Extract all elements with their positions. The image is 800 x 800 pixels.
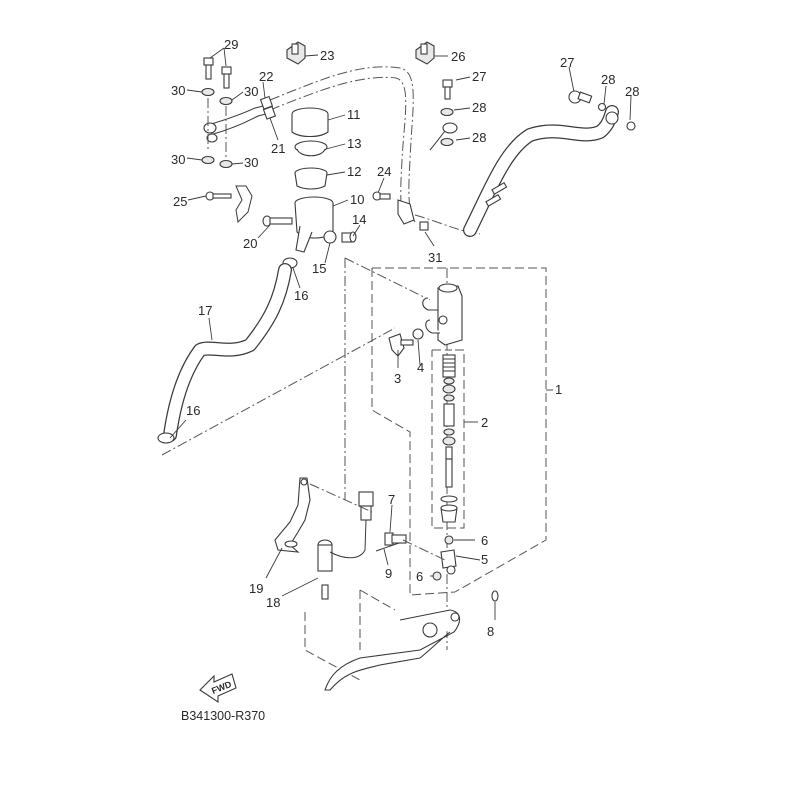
callout-30: 30: [171, 83, 185, 98]
bolt-29b: [221, 66, 232, 89]
callout-15: 15: [312, 261, 326, 276]
callout-28: 28: [472, 130, 486, 145]
bolt-29a: [203, 57, 214, 80]
diaphragm-13: [294, 140, 328, 157]
nut-6: [432, 571, 442, 581]
callout-23: 23: [320, 48, 334, 63]
callout-27: 27: [472, 69, 486, 84]
callout-31: 31: [428, 250, 442, 265]
brake-line-upper: [269, 66, 416, 223]
pin-7: [384, 532, 407, 546]
assembly-hose-path: [344, 257, 431, 500]
clevis-5: [440, 549, 457, 575]
banjo-fitting: [442, 122, 458, 134]
callout-25: 25: [173, 194, 187, 209]
washer-28: [440, 107, 454, 117]
callout-7: 7: [388, 492, 395, 507]
callout-28: 28: [625, 84, 639, 99]
joint-14: [341, 231, 357, 243]
callout-3: 3: [394, 371, 401, 386]
callout-24: 24: [377, 164, 391, 179]
brake-line-lower: [269, 76, 407, 223]
callout-16: 16: [186, 403, 200, 418]
o-ring-4: [412, 328, 424, 340]
master-cylinder: [422, 283, 463, 346]
callout-6: 6: [416, 569, 423, 584]
washer-30: [201, 155, 215, 165]
washer-30: [219, 159, 233, 169]
hose-clamp-26: [415, 41, 435, 65]
brake-pipe-fitting: [203, 95, 277, 143]
forward-direction-marker: FWD: [199, 673, 237, 704]
washer-28: [626, 121, 636, 131]
pipe-holder: [397, 199, 415, 225]
callout-14: 14: [352, 212, 366, 227]
callout-9: 9: [385, 566, 392, 581]
hose-collar: [491, 182, 508, 195]
callout-11: 11: [347, 107, 361, 122]
joint-3: [388, 333, 414, 357]
assembly-1-outline: [371, 267, 547, 596]
pin-9: [375, 542, 400, 552]
repair-kit-2: [440, 354, 458, 523]
washer-30: [219, 96, 233, 106]
bolt-24: [372, 191, 391, 201]
bolt-27: [442, 79, 453, 100]
nut-6: [444, 535, 454, 545]
hose-collar: [485, 194, 502, 207]
callout-8: 8: [487, 624, 494, 639]
washer-30: [201, 87, 215, 97]
callout-5: 5: [481, 552, 488, 567]
callout-12: 12: [347, 164, 361, 179]
cotter-pin-8: [491, 590, 499, 602]
callout-2: 2: [481, 415, 488, 430]
callout-20: 20: [243, 236, 257, 251]
callout-19: 19: [249, 581, 263, 596]
banjo-fitting-right: [605, 111, 619, 125]
reservoir-cap-11: [291, 107, 329, 138]
washer-28: [440, 137, 454, 147]
hose-clamp-23: [286, 41, 306, 65]
bracket-25: [205, 185, 253, 224]
callout-13: 13: [347, 136, 361, 151]
callout-27: 27: [560, 55, 574, 70]
callout-22: 22: [259, 69, 273, 84]
washer-28: [597, 102, 607, 112]
callout-17: 17: [198, 303, 212, 318]
callout-28: 28: [472, 100, 486, 115]
callout-21: 21: [271, 141, 285, 156]
callout-1: 1: [555, 382, 562, 397]
bolt-27-right: [568, 90, 593, 104]
bolt-20: [262, 215, 293, 227]
hose-clamp-leader: [161, 327, 396, 456]
callout-26: 26: [451, 49, 465, 64]
diaphragm-plate-12: [294, 167, 328, 190]
hose-clamp-16-bottom: [157, 432, 175, 444]
callout-30: 30: [171, 152, 185, 167]
callout-4: 4: [417, 360, 424, 375]
callout-30: 30: [244, 155, 258, 170]
callout-30: 30: [244, 84, 258, 99]
callout-6: 6: [481, 533, 488, 548]
switch-bracket-19: [274, 477, 311, 553]
callout-10: 10: [350, 192, 364, 207]
brake-switch-18: [317, 491, 374, 600]
callout-18: 18: [266, 595, 280, 610]
callout-16: 16: [294, 288, 308, 303]
diagram-code: B341300-R370: [181, 709, 265, 723]
bolt-31: [419, 221, 429, 231]
reservoir-10: [294, 196, 334, 253]
grommet-15: [323, 230, 337, 244]
assembly-2-outline: [431, 349, 465, 529]
callout-28: 28: [601, 72, 615, 87]
brake-pedal: [324, 609, 461, 691]
callout-29: 29: [224, 37, 238, 52]
